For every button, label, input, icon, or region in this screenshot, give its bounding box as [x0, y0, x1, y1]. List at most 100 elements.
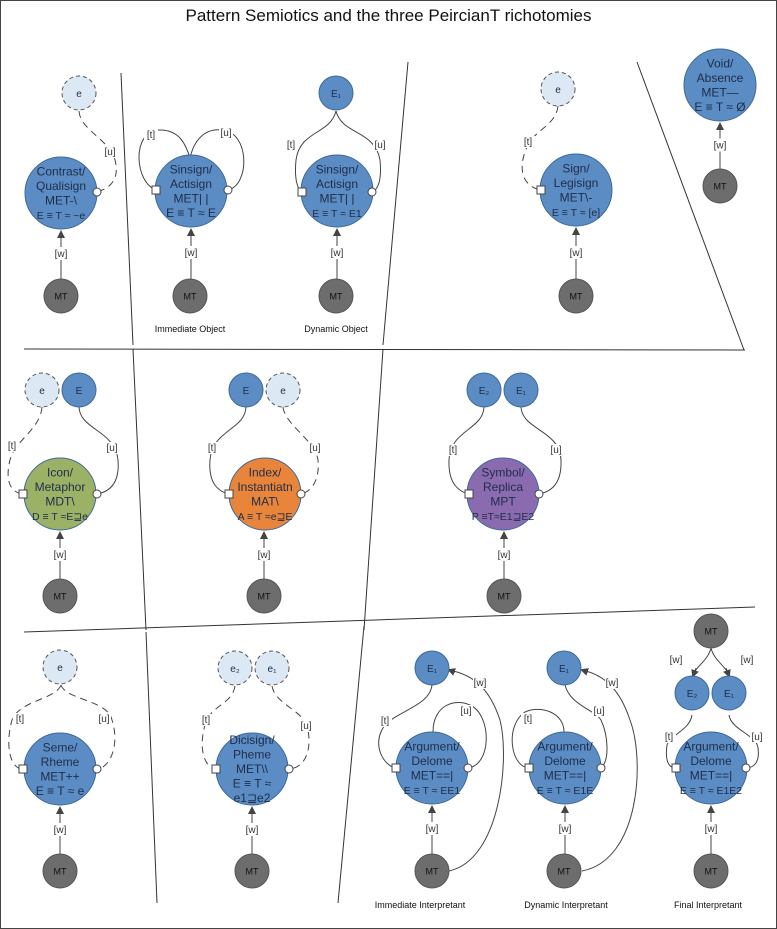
object-node[interactable]: e: [42, 649, 78, 685]
t-port-square: [536, 185, 546, 195]
mt-node[interactable]: MT: [42, 578, 78, 614]
w-edge-top: [710, 647, 729, 674]
u-port-circle: [284, 764, 294, 774]
object-node[interactable]: e: [61, 75, 97, 111]
mt-node-label: MT: [54, 592, 67, 602]
w-edge-top: [693, 647, 712, 674]
t-edge-label: [t]: [147, 130, 156, 141]
t-port-square: [297, 187, 307, 197]
sign-node-line: Rheme: [41, 755, 80, 769]
sign-node-line: MET-\: [45, 193, 78, 207]
sign-node-line: Qualisign: [36, 179, 86, 193]
mt-node[interactable]: MT: [702, 168, 738, 204]
object-node[interactable]: E₁: [503, 372, 539, 408]
object-node-circle: [228, 372, 264, 408]
u-port-circle: [92, 489, 102, 499]
sign-node-line: MET\-: [560, 190, 593, 204]
u-port-circle: [534, 489, 544, 499]
mt-node[interactable]: MT: [486, 578, 522, 614]
sign-node-line: MET\\: [236, 762, 269, 776]
mt-node[interactable]: MT: [693, 613, 729, 649]
w-edge-label: [w]: [714, 141, 727, 152]
object-node[interactable]: E₁: [318, 75, 354, 111]
mt-node[interactable]: MT: [43, 278, 79, 314]
object-node[interactable]: E₂: [674, 675, 710, 711]
sign-node-line: MET==|: [411, 768, 453, 782]
mt-node-circle: [693, 853, 729, 889]
sign-node-line: MET| |: [174, 191, 209, 205]
u-label-bg: [308, 442, 322, 454]
mt-node[interactable]: MT: [558, 278, 594, 314]
mt-node-circle: [546, 853, 582, 889]
object-node-circle: [674, 675, 710, 711]
t-edge: [209, 406, 247, 495]
mt-node-label: MT: [570, 292, 583, 302]
object-node[interactable]: e₂: [217, 650, 253, 686]
object-node[interactable]: e₁: [254, 650, 290, 686]
object-node[interactable]: e: [24, 372, 60, 408]
sign-node-line: e1⊒e2: [234, 791, 271, 805]
mt-node[interactable]: MT: [172, 278, 208, 314]
mt-node-label: MT: [246, 867, 259, 877]
t-edge: [8, 684, 62, 770]
t-label-bg: [144, 129, 158, 141]
t-edge-label: [t]: [524, 714, 533, 725]
object-node[interactable]: E: [228, 372, 264, 408]
mt-node[interactable]: MT: [414, 853, 450, 889]
caption-arg_fin: Final Interpretant: [674, 900, 743, 910]
sign-node-line: E ≡ T ≈ E1E: [537, 785, 593, 797]
t-label-bg: [521, 713, 535, 725]
w-edge-label: [w]: [606, 678, 619, 689]
object-node[interactable]: E₁: [711, 675, 747, 711]
u-edge-label: [u]: [593, 706, 604, 717]
mt-node[interactable]: MT: [234, 853, 270, 889]
t-label-bg: [199, 714, 213, 726]
w-edge-label: [w]: [670, 655, 683, 666]
object-node[interactable]: E₁: [546, 650, 582, 686]
u-edge: [520, 406, 562, 495]
sign-node-line: Actisign: [170, 177, 212, 191]
mt-node[interactable]: MT: [693, 853, 729, 889]
w-label-bg: [495, 548, 513, 561]
w-label-bg: [51, 823, 69, 836]
sign-node-line: MET++: [40, 769, 79, 783]
object-node[interactable]: e: [540, 71, 576, 107]
object-node-circle: [24, 372, 60, 408]
mt-node-label: MT: [705, 627, 718, 637]
object-node[interactable]: E₁: [414, 650, 450, 686]
object-node[interactable]: e: [265, 372, 301, 408]
sign-node-line: E ≡ T ≈ E1: [312, 208, 362, 220]
mt-node[interactable]: MT: [42, 853, 78, 889]
sign-node-line: Contrast/: [37, 164, 86, 178]
t-label-bg: [205, 442, 219, 454]
w-arrowhead: [691, 667, 699, 678]
object-node-label: e: [39, 386, 45, 397]
mt-node-label: MT: [54, 867, 67, 877]
mt-node-label: MT: [426, 867, 439, 877]
mt-node[interactable]: MT: [318, 278, 354, 314]
divider-row1-col1: [120, 72, 134, 346]
sign-node-line: MAT\: [251, 494, 279, 508]
t-port-square: [18, 489, 28, 499]
u-edge-label: [u]: [104, 147, 115, 158]
object-node-circle: [503, 372, 539, 408]
mt-node[interactable]: MT: [246, 578, 282, 614]
object-node[interactable]: E: [61, 372, 97, 408]
mt-node[interactable]: MT: [546, 853, 582, 889]
object-node[interactable]: E₂: [466, 372, 502, 408]
t-label-bg: [284, 139, 298, 151]
w-label-bg: [255, 548, 273, 561]
